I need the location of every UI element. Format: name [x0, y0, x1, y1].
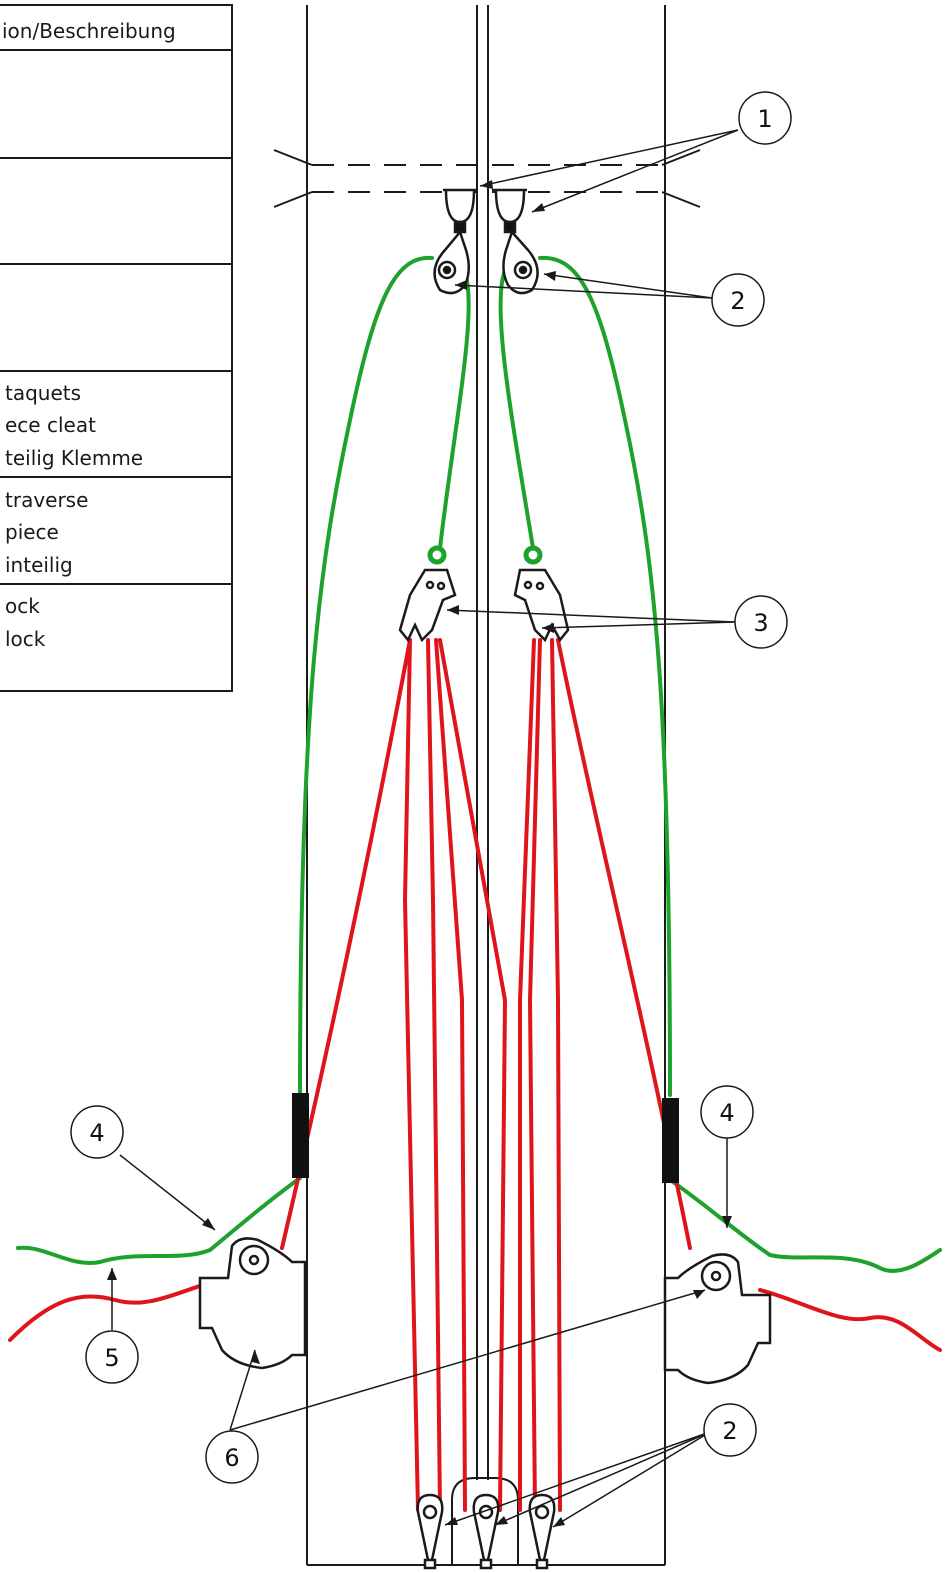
bottom-block-1 — [416, 1493, 444, 1570]
legend-row-5: traverse piece inteilig — [5, 488, 88, 577]
legend-row-4-line-1: taquets — [5, 381, 81, 405]
callout-6 — [205, 1430, 259, 1484]
callout-2-top — [711, 273, 765, 327]
break-lines — [273, 149, 701, 208]
mid-hardware-left — [398, 568, 457, 643]
red-line-5 — [438, 638, 508, 1512]
mast-outline — [306, 5, 666, 1566]
callout-3 — [734, 595, 788, 649]
legend-row-4-line-3: teilig Klemme — [5, 446, 143, 470]
clutch-right — [663, 1253, 772, 1385]
cleat-right — [662, 1098, 679, 1183]
callout-1 — [738, 91, 792, 145]
green-tail-left — [16, 1176, 302, 1265]
top-hardware-right — [492, 188, 539, 295]
red-line-8 — [550, 638, 562, 1512]
green-line-left-outer — [298, 255, 434, 1097]
legend-row-6-line-1: ock — [5, 594, 40, 618]
rope-clutch-icon — [198, 1237, 307, 1370]
red-line-7 — [527, 638, 542, 1512]
callout-5-label: 5 — [104, 1344, 119, 1372]
callout-4-right-label: 4 — [719, 1099, 734, 1127]
callout-2-bottom-label: 2 — [722, 1417, 737, 1445]
legend-row-6-line-2: lock — [5, 627, 46, 651]
bottom-block-2 — [472, 1493, 500, 1570]
legend-row-5-line-3: inteilig — [5, 553, 73, 577]
rope-clutch-icon — [663, 1253, 772, 1385]
legend-row-6: ock lock — [5, 594, 46, 651]
red-lines — [8, 638, 942, 1512]
green-line-left-inner — [438, 266, 471, 550]
shackle-icon — [494, 189, 526, 224]
callout-4-right — [700, 1085, 754, 1139]
shackle-icon — [444, 189, 476, 224]
callout-5 — [85, 1330, 139, 1384]
legend-row-4: taquets ece cleat teilig Klemme — [5, 381, 143, 470]
legend-row-5-line-1: traverse — [5, 488, 88, 512]
legend-row-5-line-2: piece — [5, 520, 59, 544]
cleat-left — [292, 1093, 309, 1178]
red-line-4 — [434, 638, 467, 1512]
mid-hardware-right — [513, 568, 570, 643]
green-knots — [427, 545, 543, 565]
top-hardware-left — [433, 188, 477, 295]
green-line-right-outer — [538, 255, 672, 1097]
callout-1-label: 1 — [757, 105, 772, 133]
bottom-block-3 — [528, 1493, 556, 1570]
red-tail-left — [8, 1278, 222, 1342]
green-line-right-inner — [498, 266, 535, 550]
red-tail-right — [758, 1288, 942, 1352]
callout-2-top-label: 2 — [730, 287, 745, 315]
green-lines — [16, 255, 942, 1273]
red-line-6 — [518, 638, 536, 1512]
cleats — [292, 1093, 679, 1183]
double-block-icon — [398, 568, 457, 643]
green-tail-right — [668, 1178, 942, 1273]
callout-4-left-label: 4 — [89, 1119, 104, 1147]
callout-2-bottom — [703, 1403, 757, 1457]
callout-labels: 1 2 3 4 4 2 5 6 — [89, 105, 772, 1472]
double-block-icon — [513, 568, 570, 643]
red-line-3 — [426, 638, 442, 1512]
callout-arrowheads — [107, 180, 732, 1527]
callout-leaders — [111, 129, 739, 1528]
callout-6-label: 6 — [224, 1444, 239, 1472]
bottom-blocks — [416, 1493, 556, 1570]
red-line-2 — [402, 638, 420, 1512]
callout-circles — [70, 91, 792, 1484]
legend-header: ion/Beschreibung — [2, 19, 176, 43]
callout-3-label: 3 — [753, 609, 768, 637]
legend-row-4-line-2: ece cleat — [5, 413, 96, 437]
callout-4-left — [70, 1105, 124, 1159]
clutch-left — [198, 1237, 307, 1370]
legend-table — [0, 4, 233, 692]
